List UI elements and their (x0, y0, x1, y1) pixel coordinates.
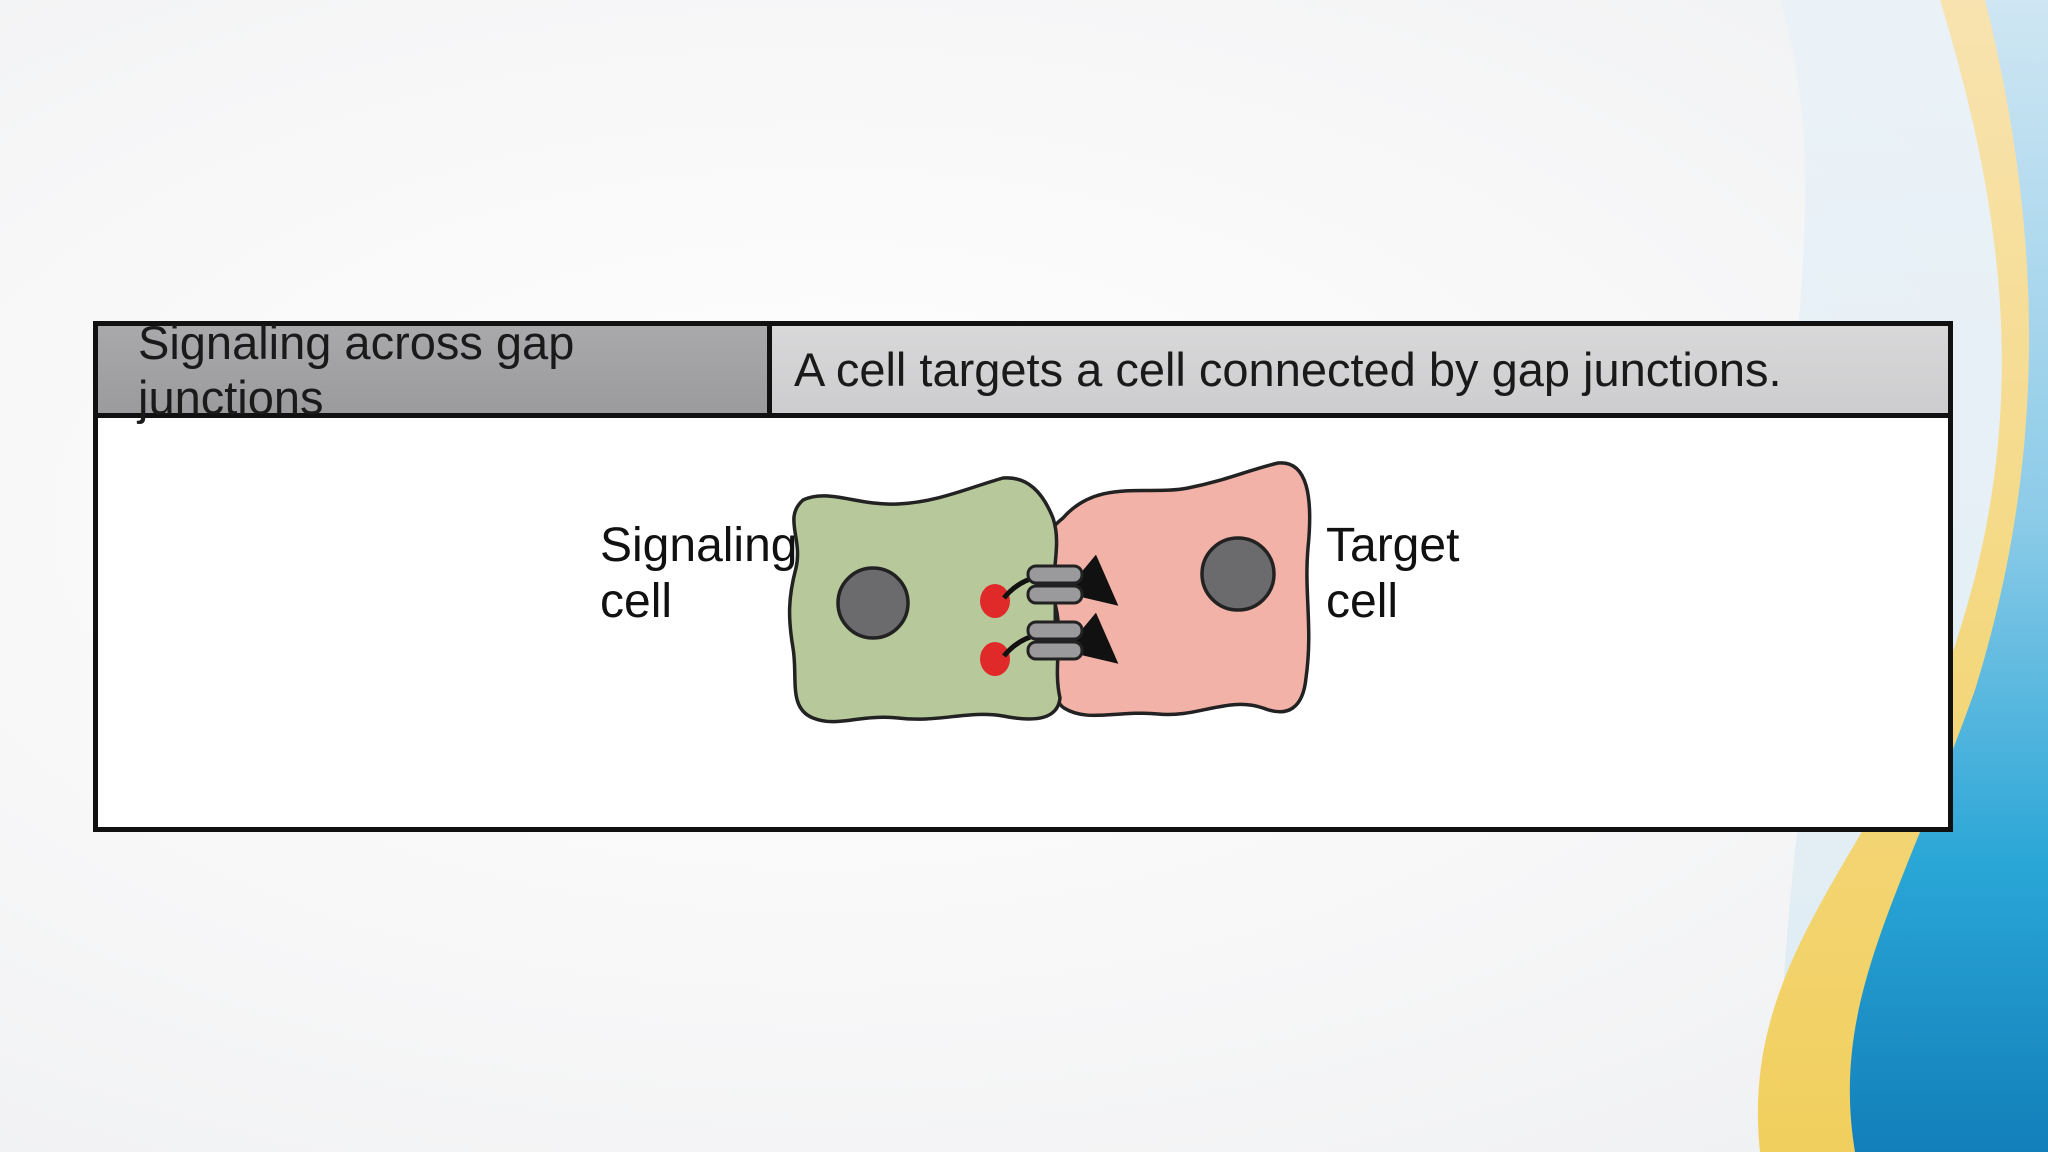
table-header-description: A cell targets a cell connected by gap j… (772, 326, 1948, 413)
info-table: Signaling across gap junctions A cell ta… (93, 316, 1953, 832)
table-header-title: Signaling across gap junctions (98, 316, 772, 424)
blue-wave (1849, 0, 2048, 1152)
table-header-row: Signaling across gap junctions A cell ta… (98, 316, 1948, 424)
gap-junction-diagram: Signaling cell Target cell (98, 418, 1948, 827)
gap-junction-channel (1026, 620, 1084, 661)
signaling-cell-shape (787, 476, 1062, 724)
signal-molecule (980, 642, 1010, 676)
signaling-cell-label: Signaling cell (600, 519, 798, 628)
cells-illustration (787, 461, 1312, 724)
signal-molecule (980, 584, 1010, 618)
target-cell-label: Target cell (1326, 519, 1460, 628)
signaling-cell-nucleus (836, 566, 910, 640)
gap-junction-channel (1026, 564, 1084, 605)
target-cell-nucleus (1200, 536, 1276, 612)
